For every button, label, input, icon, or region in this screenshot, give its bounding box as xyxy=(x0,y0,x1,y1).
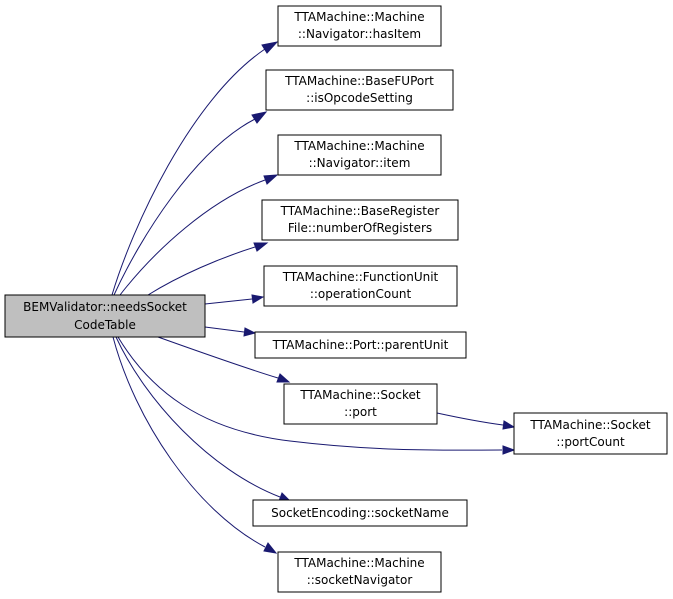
edge-root-to-port xyxy=(157,336,279,379)
edge-port-to-port-count-arrowhead xyxy=(502,420,516,430)
edge-root-to-has-item-arrowhead xyxy=(261,41,279,54)
node-root-box xyxy=(4,294,206,338)
node-socket-name-box xyxy=(252,499,468,527)
node-port-count-label-line-1: TTAMachine::Socket xyxy=(529,418,651,432)
node-has-item-box xyxy=(277,5,442,47)
edge-root-to-port-arrowhead xyxy=(276,373,291,383)
node-socket-name[interactable]: SocketEncoding::socketName xyxy=(252,499,468,527)
node-socket-navigator-label-line-2: ::socketNavigator xyxy=(307,573,413,587)
node-port[interactable]: TTAMachine::Socket ::port xyxy=(283,383,438,425)
node-item[interactable]: TTAMachine::Machine ::Navigator::item xyxy=(277,134,442,176)
edge-root-to-number-of-registers-arrowhead xyxy=(253,242,269,252)
edge-root-to-item-arrowhead xyxy=(263,174,279,185)
edge-root-to-socket-name xyxy=(115,336,281,498)
node-has-item-label-line-1: TTAMachine::Machine xyxy=(293,10,424,24)
edge-root-to-is-opcode-setting xyxy=(113,118,256,296)
node-root-label-line-2: CodeTable xyxy=(74,318,136,332)
edge-root-to-port-count xyxy=(117,336,503,451)
edges xyxy=(111,41,516,554)
node-operation-count-label-line-2: ::operationCount xyxy=(310,287,412,301)
edge-port-to-port-count xyxy=(436,412,504,426)
node-parent-unit[interactable]: TTAMachine::Port::parentUnit xyxy=(254,331,467,359)
node-operation-count-label-line-1: TTAMachine::FunctionUnit xyxy=(282,270,439,284)
node-has-item[interactable]: TTAMachine::Machine ::Navigator::hasItem xyxy=(277,5,442,47)
node-item-label-line-2: ::Navigator::item xyxy=(309,156,411,170)
node-port-count-label-line-2: ::portCount xyxy=(556,435,625,449)
edge-root-to-number-of-registers xyxy=(147,246,256,296)
edge-root-to-has-item xyxy=(111,48,266,296)
node-number-of-registers-label-line-1: TTAMachine::BaseRegister xyxy=(280,204,440,218)
node-parent-unit-box xyxy=(254,331,467,359)
node-number-of-registers[interactable]: TTAMachine::BaseRegister File::numberOfR… xyxy=(261,199,459,241)
edge-root-to-operation-count-arrowhead xyxy=(251,294,265,304)
edge-root-to-item xyxy=(119,179,266,296)
node-socket-name-label: SocketEncoding::socketName xyxy=(271,506,449,520)
node-socket-navigator-box xyxy=(277,551,442,593)
edge-root-to-socket-navigator xyxy=(112,336,266,548)
node-port-label-line-2: ::port xyxy=(344,405,377,419)
edge-root-to-parent-unit xyxy=(204,326,245,333)
node-is-opcode-setting[interactable]: TTAMachine::BaseFUPort ::isOpcodeSetting xyxy=(265,69,454,111)
node-item-label-line-1: TTAMachine::Machine xyxy=(293,139,424,153)
node-operation-count-box xyxy=(263,265,458,307)
node-port-count[interactable]: TTAMachine::Socket ::portCount xyxy=(513,412,668,455)
node-operation-count[interactable]: TTAMachine::FunctionUnit ::operationCoun… xyxy=(263,265,458,307)
node-parent-unit-label: TTAMachine::Port::parentUnit xyxy=(272,338,449,352)
node-port-count-box xyxy=(513,412,668,455)
node-socket-navigator[interactable]: TTAMachine::Machine ::socketNavigator xyxy=(277,551,442,593)
edge-root-to-socket-navigator-arrowhead xyxy=(263,542,278,554)
node-item-box xyxy=(277,134,442,176)
node-port-label-line-1: TTAMachine::Socket xyxy=(299,388,421,402)
edge-root-to-operation-count xyxy=(204,298,253,305)
node-has-item-label-line-2: ::Navigator::hasItem xyxy=(298,27,421,41)
edge-root-to-is-opcode-setting-arrowhead xyxy=(251,111,268,124)
node-port-box xyxy=(283,383,438,425)
node-is-opcode-setting-label-line-2: ::isOpcodeSetting xyxy=(306,91,413,105)
edge-root-to-port-count-arrowhead xyxy=(502,445,516,455)
node-is-opcode-setting-label-line-1: TTAMachine::BaseFUPort xyxy=(284,74,434,88)
node-number-of-registers-box xyxy=(261,199,459,241)
node-number-of-registers-label-line-2: File::numberOfRegisters xyxy=(288,221,432,235)
node-root[interactable]: BEMValidator::needsSocket CodeTable xyxy=(4,294,206,338)
node-is-opcode-setting-box xyxy=(265,69,454,111)
node-root-label-line-1: BEMValidator::needsSocket xyxy=(23,300,187,314)
edge-root-to-parent-unit-arrowhead xyxy=(243,327,257,337)
node-socket-navigator-label-line-1: TTAMachine::Machine xyxy=(293,556,424,570)
